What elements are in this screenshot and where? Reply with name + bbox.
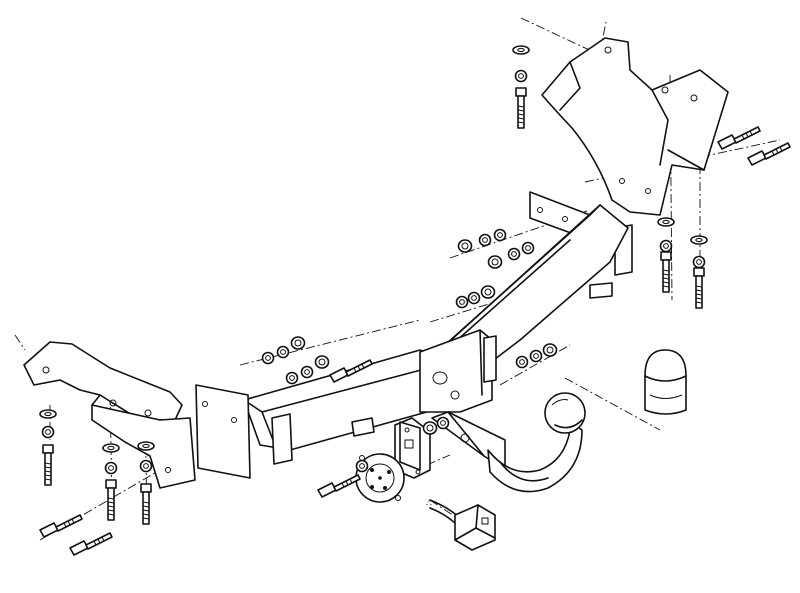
ball-cover-cap	[644, 349, 687, 415]
wiring-connector-module	[429, 499, 496, 551]
right-chassis-bracket	[541, 37, 729, 216]
cross-beam	[182, 191, 633, 479]
symbol-label: ∴	[426, 499, 432, 509]
socket-plate	[394, 417, 431, 479]
right-vertical-fasteners	[657, 217, 708, 309]
tow-ball-assembly	[431, 392, 586, 493]
